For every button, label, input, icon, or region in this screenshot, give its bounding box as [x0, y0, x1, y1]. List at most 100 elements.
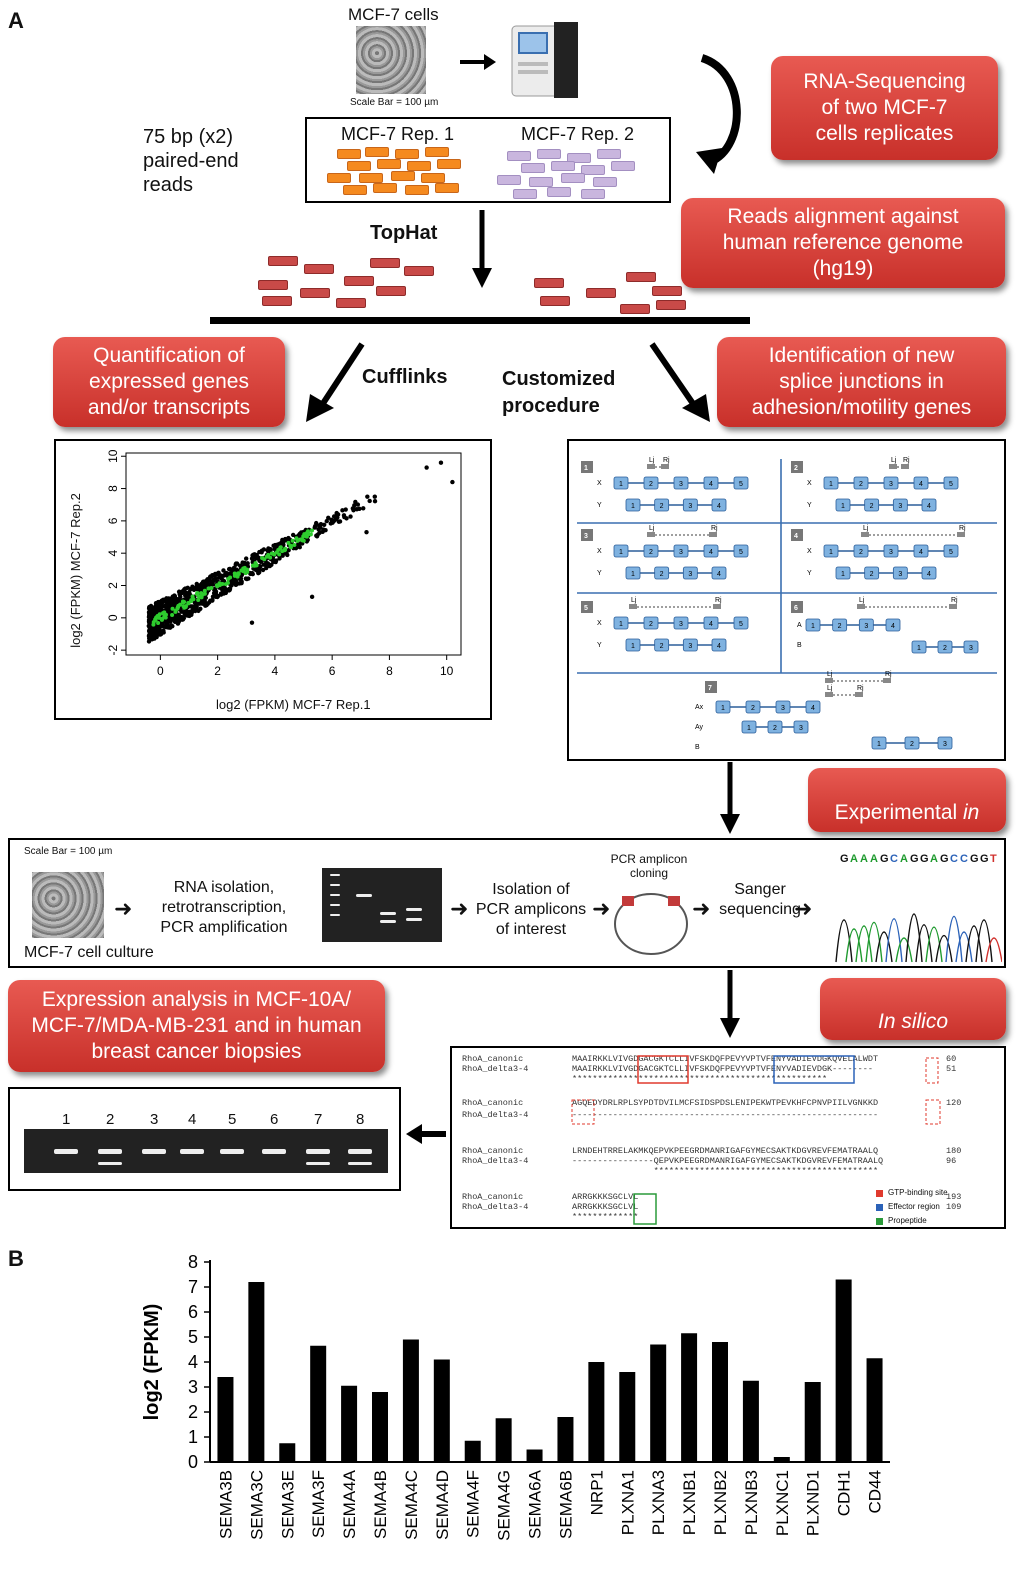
svg-text:3: 3	[688, 503, 692, 510]
bar	[372, 1392, 388, 1462]
scatter-ytick: -2	[106, 644, 120, 655]
svg-text:B: B	[695, 744, 700, 751]
svg-text:2: 2	[794, 465, 798, 472]
read	[551, 161, 575, 171]
alignment-num: 193	[946, 1192, 962, 1202]
gel-band	[220, 1149, 244, 1154]
read	[537, 149, 561, 159]
gel-band	[54, 1149, 78, 1154]
bar	[464, 1440, 481, 1462]
bar	[495, 1418, 512, 1462]
bar	[588, 1362, 605, 1462]
alignment-name: RhoA_delta3-4	[462, 1110, 529, 1120]
svg-text:3: 3	[898, 503, 902, 510]
svg-text:3: 3	[889, 549, 893, 556]
svg-text:1: 1	[877, 741, 881, 748]
alignment-name: RhoA_canonic	[462, 1146, 524, 1156]
y-tick-label: 1	[188, 1427, 198, 1447]
rep2-label: MCF-7 Rep. 2	[521, 124, 635, 144]
x-tick-label: SEMA6A	[526, 1469, 545, 1539]
read	[561, 173, 585, 183]
base-call: A	[860, 853, 868, 865]
read	[391, 171, 415, 181]
alignment-num: 120	[946, 1098, 962, 1108]
alignment-num: 60	[946, 1054, 957, 1064]
callout-insilico-text-1: In silico	[877, 1010, 949, 1033]
svg-text:Rj: Rj	[857, 685, 864, 692]
y-tick-label: 3	[188, 1377, 198, 1397]
scatter-xtick: 2	[214, 664, 221, 678]
alignment-num: 109	[946, 1202, 962, 1212]
x-tick-label: SEMA4D	[433, 1470, 452, 1540]
bar	[712, 1342, 728, 1462]
x-tick-label: PLXNB1	[680, 1470, 699, 1535]
step1-label: RNA isolation, retrotranscription, PCR a…	[160, 879, 288, 936]
svg-text:4: 4	[717, 503, 721, 510]
svg-text:Y: Y	[597, 570, 602, 577]
svg-text:3: 3	[584, 533, 588, 540]
bar	[248, 1282, 265, 1462]
read	[656, 300, 686, 310]
read	[405, 185, 429, 195]
scatter-ytick: 2	[106, 582, 120, 589]
gel-lane-label: 1	[62, 1111, 71, 1128]
callout-insilico: In silico characterization	[820, 978, 1006, 1085]
svg-text:Rj: Rj	[711, 525, 718, 532]
svg-text:3: 3	[679, 549, 683, 556]
y-tick-label: 8	[188, 1252, 198, 1272]
read	[421, 173, 445, 183]
arrow-left-icon	[406, 1124, 446, 1144]
alignment-num: 51	[946, 1064, 957, 1074]
scatter-xtick: 10	[440, 664, 454, 678]
x-tick-label: SEMA3C	[247, 1470, 266, 1540]
svg-text:1: 1	[631, 571, 635, 578]
read	[359, 173, 383, 183]
svg-text:1: 1	[584, 465, 588, 472]
callout-expression: Expression analysis in MCF-10A/ MCF-7/MD…	[8, 980, 385, 1072]
read	[373, 183, 397, 193]
svg-text:Y: Y	[597, 642, 602, 649]
read	[365, 147, 389, 157]
scatter-xtick: 4	[272, 664, 279, 678]
bar	[773, 1457, 790, 1462]
svg-text:4: 4	[794, 533, 798, 540]
read	[497, 175, 521, 185]
svg-text:B: B	[797, 642, 802, 649]
base-call: G	[980, 853, 989, 865]
bar	[433, 1359, 450, 1462]
svg-text:3: 3	[889, 481, 893, 488]
legend-swatch	[876, 1218, 883, 1225]
svg-text:Y: Y	[807, 570, 812, 577]
arrow-icon-2: ➜	[450, 896, 469, 921]
read	[376, 286, 406, 296]
svg-text:Y: Y	[807, 502, 812, 509]
arrow-down-icon	[472, 210, 492, 288]
gel-biopsy	[24, 1129, 388, 1173]
gel-lane-label: 6	[270, 1111, 279, 1128]
callout-quantification: Quantification of expressed genes and/or…	[53, 337, 285, 427]
svg-text:X: X	[597, 548, 602, 555]
scatter-xlabel: log2 (FPKM) MCF-7 Rep.1	[216, 697, 371, 712]
x-tick-label: PLXNA1	[618, 1470, 637, 1535]
base-call: A	[930, 853, 938, 865]
x-tick-label: PLXNB3	[742, 1470, 761, 1535]
bar	[804, 1382, 821, 1462]
svg-text:A: A	[797, 622, 802, 629]
svg-text:Rj: Rj	[959, 525, 966, 532]
svg-text:2: 2	[870, 571, 874, 578]
svg-text:2: 2	[870, 503, 874, 510]
x-tick-label: SEMA4A	[340, 1469, 359, 1539]
gel-band	[306, 1162, 330, 1165]
x-tick-label: NRP1	[587, 1470, 606, 1515]
gel-lane-label: 4	[188, 1111, 197, 1128]
svg-text:X: X	[807, 548, 812, 555]
bar	[742, 1380, 759, 1462]
alignment-seq: ****************************************…	[572, 1166, 879, 1176]
svg-text:2: 2	[751, 705, 755, 712]
base-call: G	[920, 853, 929, 865]
x-tick-label: SEMA4G	[495, 1470, 514, 1541]
read	[370, 258, 400, 268]
svg-text:X: X	[597, 480, 602, 487]
svg-text:4: 4	[891, 623, 895, 630]
